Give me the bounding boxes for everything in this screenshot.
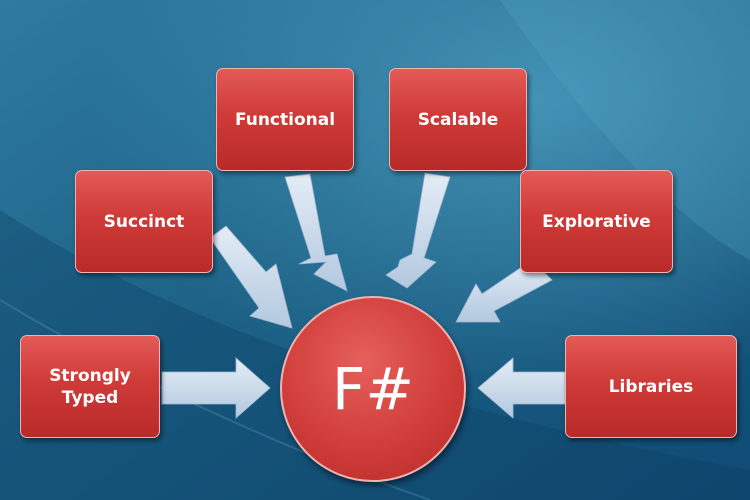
center-node-label: F# [332,355,414,423]
node-libraries: Libraries [565,335,737,438]
node-succinct: Succinct [75,170,213,273]
node-strongly-typed-label: Strongly Typed [49,365,131,408]
arrow-functional [284,173,348,292]
node-scalable-label: Scalable [417,109,499,130]
node-succinct-label: Succinct [103,211,185,232]
center-node-fsharp: F# [280,296,466,482]
arrow-strongly-typed [161,357,271,419]
arrow-libraries [477,357,566,419]
node-functional-label: Functional [234,109,336,130]
arrow-scalable [385,172,451,289]
node-libraries-label: Libraries [608,376,694,397]
node-scalable: Scalable [389,68,527,171]
node-functional: Functional [216,68,354,171]
arrow-succinct [209,225,293,329]
node-explorative: Explorative [520,170,673,273]
node-strongly-typed: Strongly Typed [20,335,160,438]
arrow-explorative [455,259,553,323]
node-explorative-label: Explorative [542,211,651,232]
